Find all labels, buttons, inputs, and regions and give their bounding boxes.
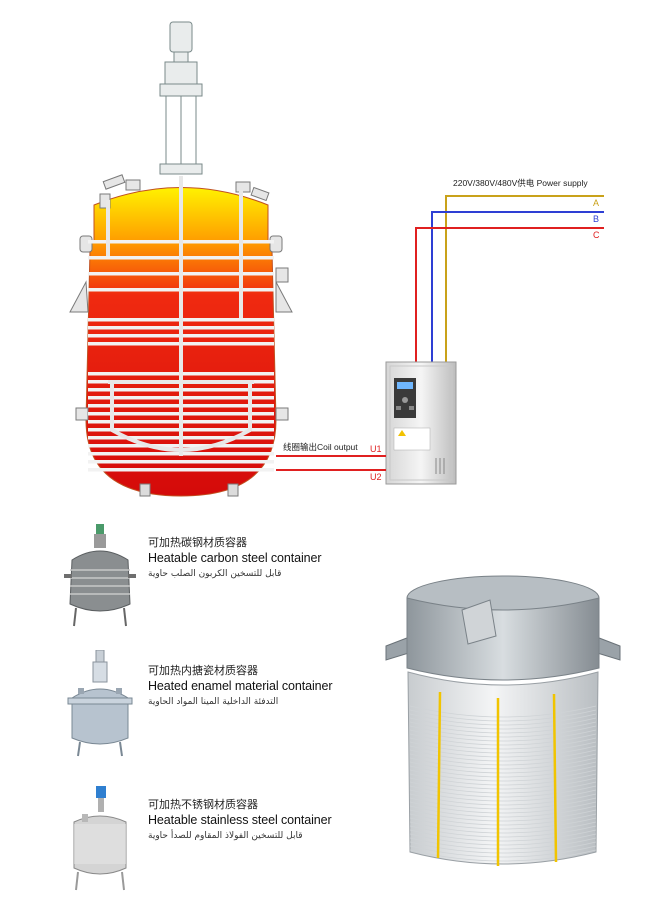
product-carbon-steel: 可加热碳钢材质容器 Heatable carbon steel containe… xyxy=(60,522,390,632)
wrap-line xyxy=(409,793,597,806)
wrap-line xyxy=(409,721,597,734)
coil-wrapped-vessel-image xyxy=(385,575,621,866)
phase-c-wire xyxy=(415,227,604,362)
wrap-line xyxy=(409,745,597,758)
wrap-line xyxy=(409,809,597,822)
warning-sticker xyxy=(393,427,431,451)
coil-band xyxy=(88,468,274,472)
product-name-ar: قابل للتسخين الكربون الصلب حاوية xyxy=(148,569,282,579)
mounting-bracket xyxy=(461,599,497,645)
coil-wrap-lines xyxy=(409,705,597,862)
wrap-line xyxy=(409,829,597,842)
product-enamel: 可加热内搪瓷材质容器 Heated enamel material contai… xyxy=(60,650,390,760)
wrap-line xyxy=(409,833,597,846)
enamel-vessel-image xyxy=(67,650,133,757)
wrap-line xyxy=(409,849,597,862)
wrap-line xyxy=(409,709,597,722)
product-stainless-steel: 可加热不锈钢材质容器 Heatable stainless steel cont… xyxy=(60,784,390,894)
carbon-steel-vessel-image xyxy=(64,524,136,627)
product-name-en: Heatable stainless steel container xyxy=(148,813,332,827)
phase-wires xyxy=(415,195,604,362)
wrap-line xyxy=(409,777,597,790)
wrap-line xyxy=(409,725,597,738)
wrap-line xyxy=(409,773,597,786)
induction-heating-diagram: 220V/380V/480V供电 Power supply A B C 线圈输出… xyxy=(69,21,604,497)
product-name-ar: التدفئة الداخلية المينا المواد الحاوية xyxy=(148,697,279,707)
phase-b-label: B xyxy=(593,214,599,224)
wrap-line xyxy=(409,801,597,814)
wrap-line xyxy=(409,729,597,742)
output-u1-label: U1 xyxy=(370,444,382,454)
wrap-line xyxy=(409,769,597,782)
wrap-line xyxy=(409,717,597,730)
agitator xyxy=(106,176,254,456)
wrap-line xyxy=(409,737,597,750)
product-name-cn: 可加热不锈钢材质容器 xyxy=(148,799,258,811)
drive-motor xyxy=(159,21,203,175)
product-name-en: Heatable carbon steel container xyxy=(148,551,322,565)
stainless-vessel-image xyxy=(73,786,127,891)
wrap-line xyxy=(409,705,597,718)
coil-output-wires xyxy=(276,455,386,471)
wrap-line xyxy=(409,761,597,774)
vent-slots xyxy=(435,458,445,474)
coil-output-label: 线圈输出Coil output xyxy=(283,442,358,452)
wrap-line xyxy=(409,845,597,858)
yellow-straps xyxy=(436,691,558,866)
induction-controller xyxy=(385,361,457,485)
wrap-line xyxy=(409,733,597,746)
wrap-line xyxy=(409,757,597,770)
wrap-line xyxy=(409,821,597,834)
wrap-line xyxy=(409,765,597,778)
wrap-line xyxy=(409,741,597,754)
phase-a-wire xyxy=(445,195,604,362)
wrap-line xyxy=(409,789,597,802)
product-name-ar: قابل للتسخين الفولاذ المقاوم للصدأ حاوية xyxy=(148,831,303,841)
wrap-line xyxy=(409,781,597,794)
wrap-line xyxy=(409,841,597,854)
power-supply-label: 220V/380V/480V供电 Power supply xyxy=(453,178,588,188)
coil-band xyxy=(88,460,274,464)
wrap-line xyxy=(409,813,597,826)
wrap-line xyxy=(409,713,597,726)
wrap-line xyxy=(409,817,597,830)
wrap-line xyxy=(409,797,597,810)
wrap-line xyxy=(409,825,597,838)
wrap-line xyxy=(409,837,597,850)
wrap-line xyxy=(409,753,597,766)
phase-a-label: A xyxy=(593,198,599,208)
output-u2-label: U2 xyxy=(370,472,382,482)
product-name-en: Heated enamel material container xyxy=(148,679,333,693)
wrap-line xyxy=(409,749,597,762)
product-name-cn: 可加热碳钢材质容器 xyxy=(148,537,247,549)
phase-c-label: C xyxy=(593,230,600,240)
phase-b-wire xyxy=(431,211,604,362)
reactor-vessel xyxy=(69,21,293,497)
product-name-cn: 可加热内搪瓷材质容器 xyxy=(148,665,258,677)
wrap-line xyxy=(409,785,597,798)
wrap-line xyxy=(409,805,597,818)
vessel-legs xyxy=(139,483,239,497)
